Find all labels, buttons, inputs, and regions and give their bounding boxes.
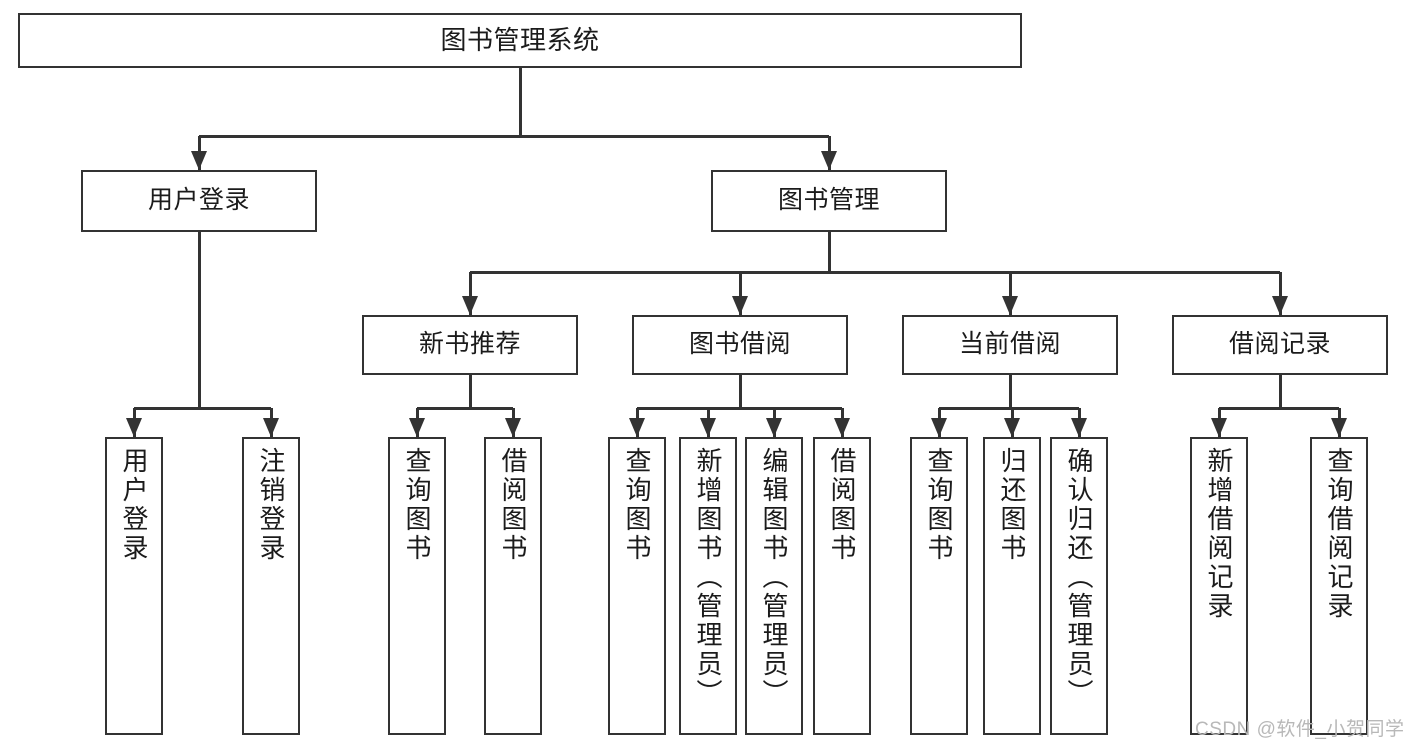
arrowhead-leaf-4-1 [1331, 418, 1347, 437]
arrowhead-leaf-2-1 [700, 418, 716, 437]
node-leaf-9-label: 归还图书 [997, 447, 1027, 563]
arrowhead-level3-0 [462, 296, 478, 315]
node-root[interactable]: 图书管理系统 [18, 13, 1022, 68]
connector-parent-stem-1 [468, 375, 472, 408]
arrowhead-leaf-3-1 [1004, 418, 1020, 437]
node-leaf-11[interactable]: 新增借阅记录 [1190, 437, 1248, 735]
node-level3-3-label: 借阅记录 [1228, 330, 1331, 359]
node-leaf-5-label: 新增图书（管理员） [693, 447, 723, 708]
connector-parent-stem-3 [1008, 375, 1012, 408]
connector-root-stem [518, 68, 522, 136]
connector-bus-leaves-1 [417, 406, 513, 410]
node-level2-1-label: 图书管理 [777, 186, 880, 215]
node-level2-1[interactable]: 图书管理 [711, 170, 947, 232]
connector-parent-stem-2 [738, 375, 742, 408]
connector-bus-leaves-3 [939, 406, 1079, 410]
connector-parent-stem-0 [197, 232, 201, 408]
node-level3-2-label: 当前借阅 [958, 330, 1061, 359]
connector-bus-level3 [470, 270, 1280, 274]
connector-mgmt-stem [827, 232, 831, 272]
watermark-text: CSDN @软件_小贺同学 [1195, 719, 1405, 740]
node-leaf-2[interactable]: 查询图书 [388, 437, 446, 735]
node-leaf-4[interactable]: 查询图书 [608, 437, 666, 735]
node-leaf-10[interactable]: 确认归还（管理员） [1050, 437, 1108, 735]
node-leaf-0[interactable]: 用户登录 [105, 437, 163, 735]
arrowhead-leaf-3-2 [1071, 418, 1087, 437]
node-level3-1[interactable]: 图书借阅 [632, 315, 848, 375]
node-leaf-7-label: 借阅图书 [827, 447, 857, 563]
node-leaf-2-label: 查询图书 [402, 447, 432, 563]
connector-level3-0 [468, 272, 472, 315]
node-leaf-10-label: 确认归还（管理员） [1064, 447, 1094, 708]
arrowhead-leaf-2-3 [834, 418, 850, 437]
arrowhead-leaf-0-1 [263, 418, 279, 437]
arrowhead-leaf-2-2 [766, 418, 782, 437]
node-leaf-6-label: 编辑图书（管理员） [759, 447, 789, 708]
node-leaf-12-label: 查询借阅记录 [1324, 447, 1354, 621]
arrowhead-level3-2 [1002, 296, 1018, 315]
connector-parent-stem-4 [1278, 375, 1282, 408]
arrowhead-leaf-4-0 [1211, 418, 1227, 437]
node-leaf-7[interactable]: 借阅图书 [813, 437, 871, 735]
node-leaf-12[interactable]: 查询借阅记录 [1310, 437, 1368, 735]
connector-bus-level2 [199, 134, 829, 138]
arrowhead-leaf-3-0 [931, 418, 947, 437]
arrowhead-leaf-2-0 [629, 418, 645, 437]
node-level3-0[interactable]: 新书推荐 [362, 315, 578, 375]
connector-level3-1 [738, 272, 742, 315]
node-level2-0-label: 用户登录 [147, 186, 250, 215]
node-leaf-8[interactable]: 查询图书 [910, 437, 968, 735]
arrowhead-level3-1 [732, 296, 748, 315]
node-level3-0-label: 新书推荐 [418, 330, 521, 359]
arrowhead-leaf-1-0 [409, 418, 425, 437]
arrowhead-leaf-0-0 [126, 418, 142, 437]
node-level2-0[interactable]: 用户登录 [81, 170, 317, 232]
node-leaf-6[interactable]: 编辑图书（管理员） [745, 437, 803, 735]
node-leaf-8-label: 查询图书 [924, 447, 954, 563]
connector-bus-leaves-0 [134, 406, 271, 410]
node-level3-1-label: 图书借阅 [688, 330, 791, 359]
node-root-label: 图书管理系统 [440, 25, 600, 56]
node-leaf-5[interactable]: 新增图书（管理员） [679, 437, 737, 735]
node-level3-3[interactable]: 借阅记录 [1172, 315, 1388, 375]
connector-level3-3 [1278, 272, 1282, 315]
node-leaf-9[interactable]: 归还图书 [983, 437, 1041, 735]
node-leaf-0-label: 用户登录 [119, 447, 149, 563]
node-leaf-4-label: 查询图书 [622, 447, 652, 563]
node-leaf-3-label: 借阅图书 [498, 447, 528, 563]
node-leaf-11-label: 新增借阅记录 [1204, 447, 1234, 621]
connector-level3-2 [1008, 272, 1012, 315]
arrowhead-level3-3 [1272, 296, 1288, 315]
arrowhead-level2-0 [191, 151, 207, 170]
connector-bus-leaves-4 [1219, 406, 1339, 410]
node-leaf-1[interactable]: 注销登录 [242, 437, 300, 735]
arrowhead-level2-1 [821, 151, 837, 170]
connector-bus-leaves-2 [637, 406, 842, 410]
node-leaf-1-label: 注销登录 [256, 447, 286, 563]
arrowhead-leaf-1-1 [505, 418, 521, 437]
node-leaf-3[interactable]: 借阅图书 [484, 437, 542, 735]
node-level3-2[interactable]: 当前借阅 [902, 315, 1118, 375]
